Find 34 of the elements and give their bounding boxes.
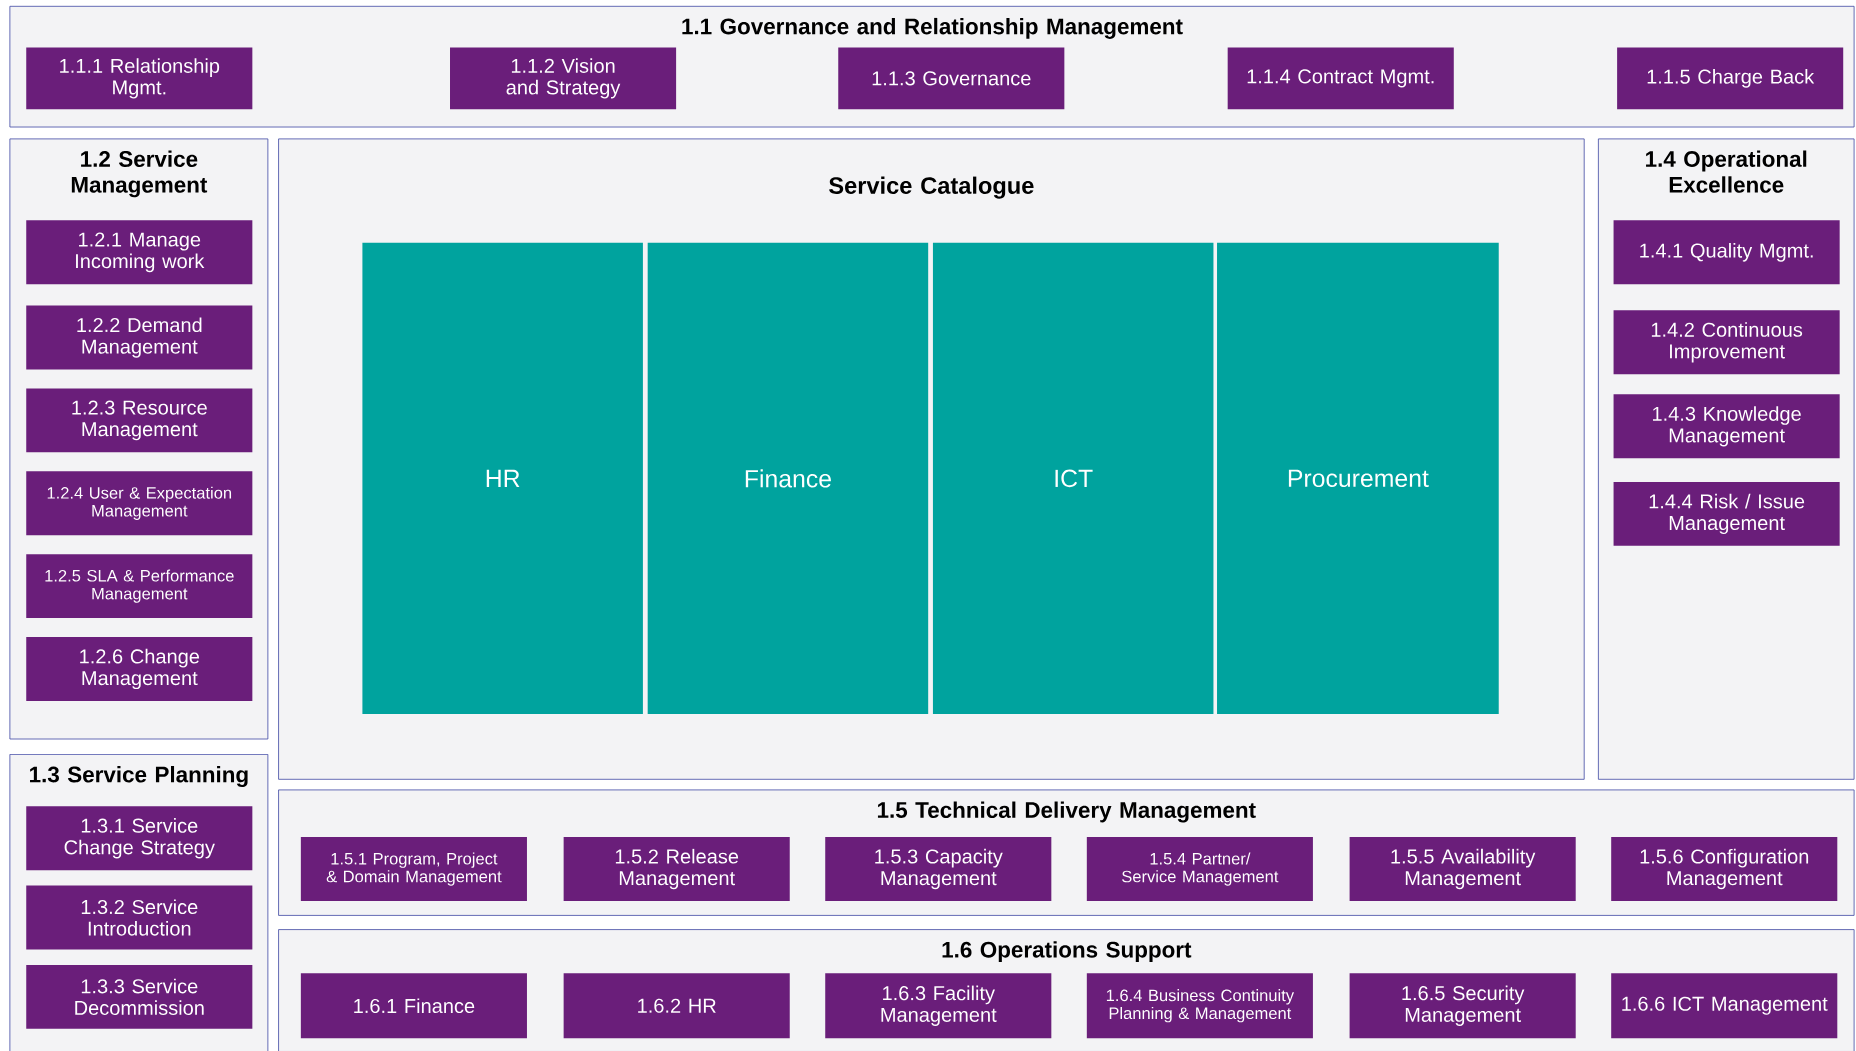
catalogue-column: Finance	[647, 242, 929, 714]
function-box: 1.1.5 Charge Back	[1617, 47, 1844, 110]
function-box: 1.5.5 Availability Management	[1349, 837, 1576, 901]
function-box: 1.4.4 Risk / Issue Management	[1613, 481, 1840, 546]
function-box: 1.4.1 Quality Mgmt.	[1613, 220, 1840, 285]
function-box: 1.4.3 Knowledge Management	[1613, 394, 1840, 459]
function-box: 1.1.2 Vision and Strategy	[450, 47, 677, 110]
function-box: 1.1.4 Contract Mgmt.	[1227, 47, 1454, 110]
function-box: 1.2.1 Manage Incoming work	[26, 220, 253, 285]
function-box: 1.2.6 Change Management	[26, 637, 253, 701]
function-box: 1.6.4 Business Continuity Planning & Management	[1086, 973, 1313, 1039]
function-box: 1.3.1 Service Change Strategy	[26, 806, 253, 871]
catalogue-column: HR	[362, 242, 643, 714]
function-box: 1.1.1 Relationship Mgmt.	[26, 47, 253, 110]
function-box: 1.4.2 Continuous Improvement	[1613, 310, 1840, 375]
function-box: 1.2.3 Resource Management	[26, 388, 253, 453]
function-box: 1.2.4 User & Expectation Management	[26, 471, 253, 536]
function-box: 1.6.1 Finance	[300, 973, 527, 1039]
function-box: 1.6.6 ICT Management	[1611, 973, 1838, 1039]
function-box: 1.3.3 Service Decommission	[26, 964, 253, 1029]
catalogue-column: Procurement	[1217, 242, 1499, 714]
function-box: 1.3.2 Service Introduction	[26, 885, 253, 950]
function-box: 1.5.3 Capacity Management	[825, 837, 1052, 901]
function-box: 1.6.5 Security Management	[1349, 973, 1576, 1039]
catalogue-column: ICT	[932, 242, 1214, 714]
function-box: 1.5.4 Partner/ Service Management	[1086, 837, 1313, 901]
function-box: 1.2.2 Demand Management	[26, 305, 253, 370]
function-box: 1.2.5 SLA & Performance Management	[26, 554, 253, 618]
function-box: 1.6.2 HR	[563, 973, 790, 1039]
function-box: 1.5.6 Configuration Management	[1611, 837, 1838, 901]
function-box: 1.1.3 Governance	[838, 47, 1065, 110]
function-box: 1.6.3 Facility Management	[825, 973, 1052, 1039]
function-box: 1.5.1 Program, Project & Domain Management	[300, 837, 527, 901]
function-box: 1.5.2 Release Management	[563, 837, 790, 901]
